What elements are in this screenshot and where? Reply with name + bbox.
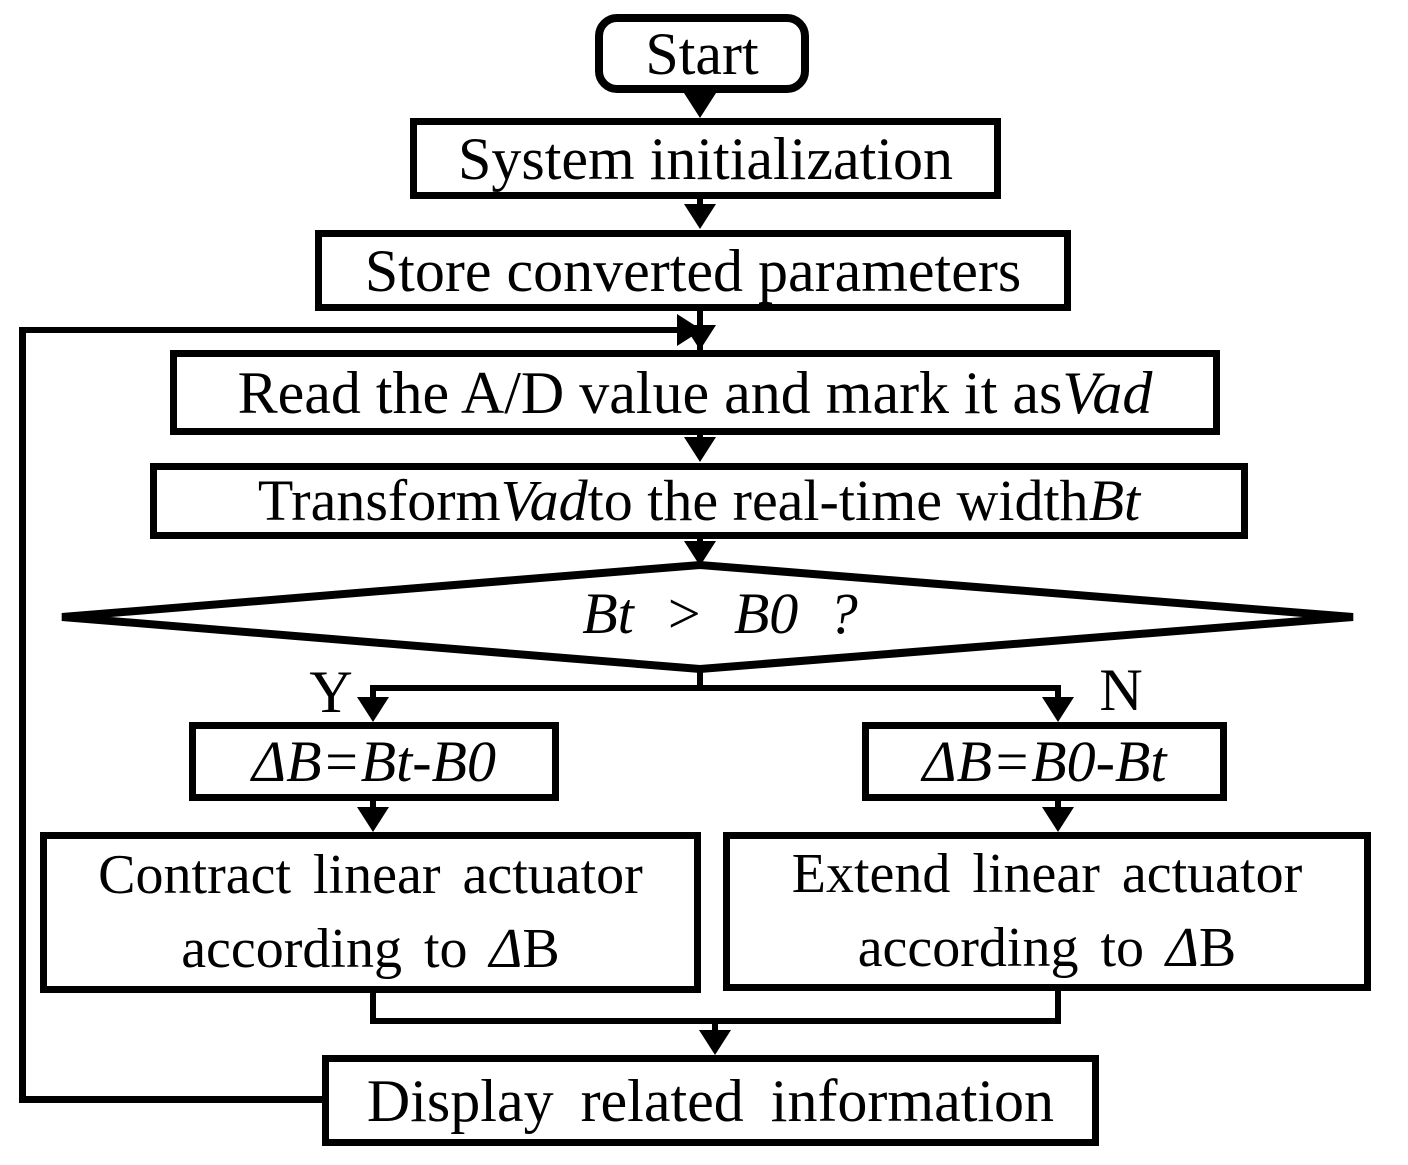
node-store-parameters: Store converted parameters <box>315 230 1071 311</box>
connector-branch-delta-no <box>1055 689 1061 701</box>
connector-delta-extend <box>1055 799 1061 811</box>
variable-delta: Δ <box>489 917 523 980</box>
connector-merge-display <box>712 1022 718 1036</box>
node-transform-width: Transform Vad to the real-time width Bt <box>150 463 1248 539</box>
arrowhead-init-store <box>684 204 716 229</box>
node-extend-line2-text: according to <box>857 916 1167 979</box>
node-extend-line2-b: B <box>1198 916 1237 979</box>
arrowhead-store-read <box>684 325 716 350</box>
node-transform-text-2: to the real-time width <box>587 468 1089 533</box>
decision-condition-label: Bt > B0 ? <box>582 580 858 646</box>
feedback-line-top <box>19 327 679 333</box>
node-read-ad-value-text: Read the A/D value and mark it as <box>237 359 1063 426</box>
node-read-ad-value: Read the A/D value and mark it as Vad <box>170 350 1220 435</box>
node-store-parameters-label: Store converted parameters <box>364 237 1022 304</box>
feedback-line-left <box>19 330 26 1103</box>
node-start-label: Start <box>645 20 759 87</box>
node-extend-line1: Extend linear actuator <box>791 842 1303 905</box>
node-contract-line1: Contract linear actuator <box>98 843 643 906</box>
node-contract-line2-b: B <box>522 917 560 980</box>
node-start: Start <box>595 14 809 93</box>
arrowhead-start-init <box>684 93 716 118</box>
node-delta-yes: ΔB=Bt-B0 <box>189 722 559 801</box>
node-extend-actuator: Extend linear actuator according to ΔB <box>723 832 1371 991</box>
node-display-information-label: Display related information <box>366 1067 1055 1134</box>
decision-diamond-shape <box>61 560 1354 674</box>
variable-vad: Vad <box>1062 359 1153 426</box>
node-extend-line2: according to ΔB <box>858 912 1237 986</box>
arrowhead-delta-contract <box>357 807 389 832</box>
arrowhead-branch-delta-no <box>1042 697 1074 722</box>
node-contract-line2: according to ΔB <box>181 913 560 987</box>
connector-delta-contract <box>370 799 376 811</box>
variable-delta-2: Δ <box>1166 916 1199 979</box>
merge-line-horizontal <box>370 1018 1061 1024</box>
node-delta-no-label: ΔB=B0-Bt <box>922 728 1167 794</box>
decision-condition: Bt > B0 ? <box>520 577 920 649</box>
node-contract-actuator: Contract linear actuator according to ΔB <box>40 832 701 993</box>
arrowhead-branch-delta-yes <box>357 697 389 722</box>
feedback-line-bottom <box>19 1096 324 1103</box>
branch-label-yes: Y <box>309 659 353 725</box>
node-delta-yes-label: ΔB=Bt-B0 <box>252 728 496 794</box>
node-display-information: Display related information <box>322 1055 1099 1146</box>
arrowhead-merge-display <box>699 1030 731 1055</box>
node-delta-no: ΔB=B0-Bt <box>862 722 1227 801</box>
connector-branch-delta-yes <box>370 689 376 701</box>
node-system-initialization: System initialization <box>410 118 1001 199</box>
merge-line-right <box>1055 988 1061 1024</box>
variable-vad-2: Vad <box>500 468 588 533</box>
branch-label-no: N <box>1099 657 1143 723</box>
branch-line <box>370 685 1061 691</box>
node-transform-text-1: Transform <box>257 468 501 533</box>
arrowhead-transform-decision <box>684 541 716 566</box>
arrowhead-read-transform <box>684 437 716 462</box>
connector-decision-branch <box>697 666 703 688</box>
arrowhead-delta-extend <box>1042 807 1074 832</box>
node-contract-line2-text: according to <box>181 917 490 980</box>
node-system-initialization-label: System initialization <box>458 125 953 192</box>
merge-line-left <box>370 990 376 1024</box>
variable-bt: Bt <box>1088 468 1141 533</box>
